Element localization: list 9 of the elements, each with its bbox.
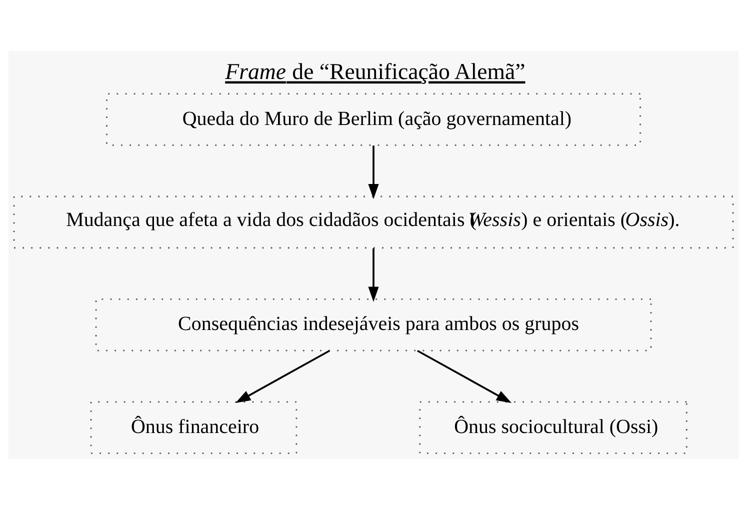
arrow [235,350,330,404]
node-box: Ônus sociocultural (Ossi) [419,401,688,454]
diagram-title: Frame de “Reunificação Alemã” [225,59,526,84]
arrow [368,146,379,200]
arrow [417,350,512,404]
node-box: Consequências indesejáveis para ambos os grupos [95,298,652,352]
node-box: Ônus financeiro [90,401,298,454]
arrow [368,248,379,302]
node-box: Queda do Muro de Berlim (ação governamental) [106,93,641,146]
